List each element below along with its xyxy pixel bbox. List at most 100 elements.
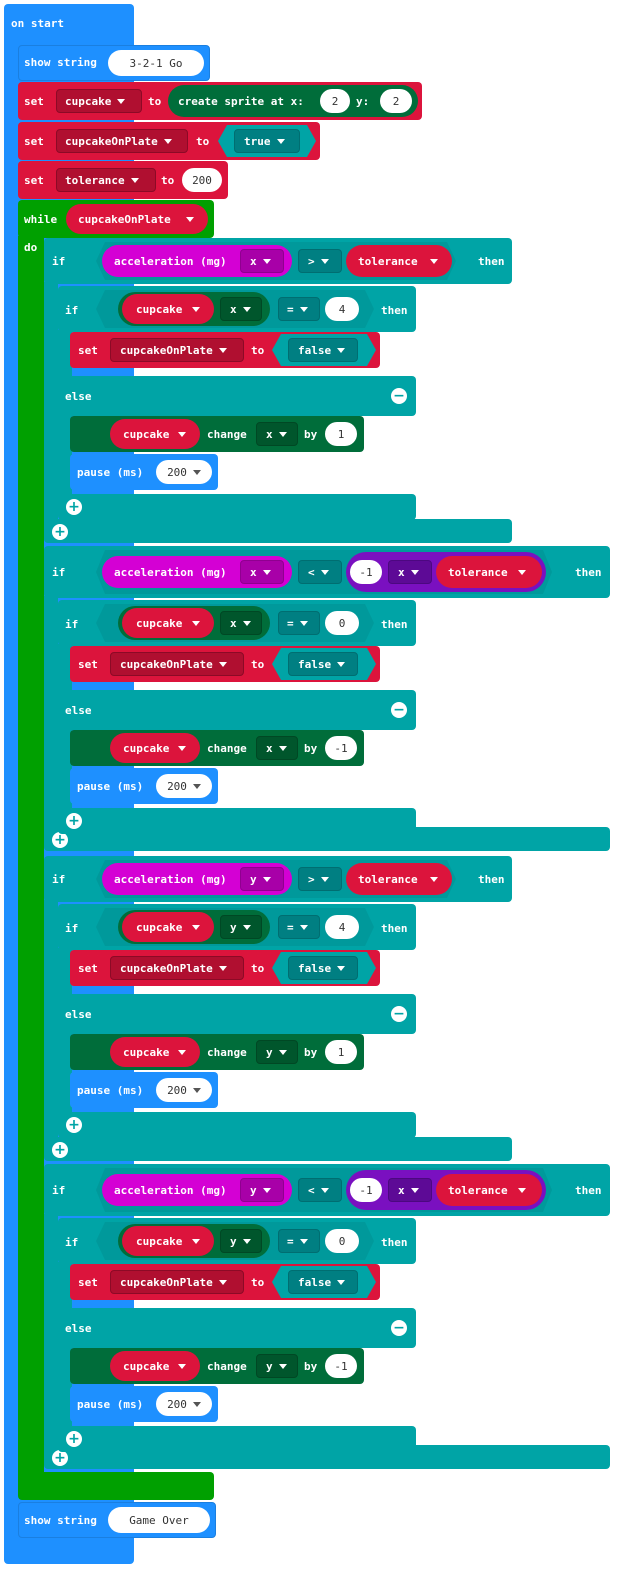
change-property-dropdown[interactable]: y [256,1354,298,1378]
pause-label: pause (ms) [77,780,144,793]
chevron-down-icon [178,432,186,437]
change-amount-input[interactable]: -1 [325,1354,357,1378]
pause-value-dropdown[interactable]: 200 [156,1392,212,1416]
boolean-true-dropdown[interactable]: true [234,129,300,153]
equals-operator: = [287,302,294,316]
property-value: y [230,920,237,934]
onplate-variable-dropdown[interactable]: cupcakeOnPlate [110,956,244,980]
chevron-down-icon [242,306,251,312]
chevron-down-icon [192,1239,200,1244]
chevron-down-icon [178,1364,186,1369]
plus-circle-icon[interactable]: + [66,1431,82,1447]
cupcake-label: cupcake [123,1046,170,1059]
chevron-down-icon [278,1049,287,1055]
chevron-down-icon [299,1238,308,1244]
plus-circle-icon[interactable]: + [52,1450,68,1466]
pause-value: 200 [167,1083,187,1097]
onplate-variable-dropdown[interactable]: cupcakeOnPlate [110,1270,244,1294]
plus-circle-icon[interactable]: + [52,524,68,540]
plus-circle-icon[interactable]: + [52,832,68,848]
plus-circle-icon[interactable]: + [66,499,82,515]
property-dropdown[interactable]: x [220,611,262,635]
inner-else-bar-3[interactable] [58,994,416,1034]
compare-value-input[interactable]: 0 [325,1229,359,1253]
property-dropdown[interactable]: x [220,297,262,321]
pause-value-dropdown[interactable]: 200 [156,1078,212,1102]
inner-if-end-bar-2 [58,808,416,834]
boolean-false-dropdown[interactable]: false [288,338,358,362]
negative-one-input[interactable]: -1 [350,1178,382,1202]
onplate-variable-dropdown[interactable]: cupcakeOnPlate [110,652,244,676]
inner-else-bar-1[interactable] [58,376,416,416]
inner-else-bar-2[interactable] [58,690,416,730]
comparison-operator-dropdown[interactable]: < [298,1178,342,1202]
cupcake-variable-dropdown[interactable]: cupcake [56,89,142,113]
while-condition-variable[interactable] [66,204,208,234]
boolean-false-dropdown[interactable]: false [288,652,358,676]
onplate-variable-dropdown[interactable]: cupcakeOnPlate [110,338,244,362]
negative-one-input[interactable]: -1 [350,560,382,584]
equals-operator-dropdown[interactable]: = [278,915,320,939]
compare-value-input[interactable]: 0 [325,611,359,635]
change-property-dropdown[interactable]: y [256,1040,298,1064]
inner-if-label: if [65,922,79,935]
plus-circle-icon[interactable]: + [66,813,82,829]
plus-circle-icon[interactable]: + [52,1142,68,1158]
tolerance-variable-dropdown[interactable]: tolerance [56,168,156,192]
equals-operator-dropdown[interactable]: = [278,1229,320,1253]
pause-value: 200 [167,1397,187,1411]
set-label: set [78,962,98,975]
pause-value-dropdown[interactable]: 200 [156,774,212,798]
equals-operator-dropdown[interactable]: = [278,611,320,635]
comparison-operator-dropdown[interactable]: > [298,249,342,273]
chevron-down-icon [186,217,194,222]
set-label: set [78,658,98,671]
chevron-down-icon [410,569,419,575]
chevron-down-icon [320,258,329,264]
tolerance-value-input[interactable]: 200 [182,168,222,192]
sprite-y-input[interactable]: 2 [380,89,412,113]
axis-dropdown[interactable]: y [240,867,284,891]
if-label: if [52,255,66,268]
axis-dropdown[interactable]: y [240,1178,284,1202]
property-dropdown[interactable]: y [220,915,262,939]
pause-label: pause (ms) [77,1084,144,1097]
minus-circle-icon[interactable]: − [391,388,407,404]
minus-circle-icon[interactable]: − [391,1006,407,1022]
minus-circle-icon[interactable]: − [391,1320,407,1336]
sprite-x-input[interactable]: 2 [320,89,350,113]
chevron-down-icon [262,876,271,882]
multiply-operator-dropdown[interactable]: x [388,1178,432,1202]
show-string-value[interactable]: 3-2-1 Go [108,50,204,76]
show-string-gameover-value[interactable]: Game Over [108,1507,210,1533]
change-property-dropdown[interactable]: x [256,736,298,760]
create-sprite-block[interactable] [168,85,418,117]
change-amount-input[interactable]: 1 [325,1040,357,1064]
change-property-dropdown[interactable]: x [256,422,298,446]
change-amount-input[interactable]: -1 [325,736,357,760]
plus-circle-icon[interactable]: + [66,1117,82,1133]
property-dropdown[interactable]: y [220,1229,262,1253]
compare-value-input[interactable]: 4 [325,915,359,939]
comparison-operator-dropdown[interactable]: > [298,867,342,891]
chevron-down-icon [337,661,346,667]
change-label: change [207,1360,247,1373]
change-amount-input[interactable]: 1 [325,422,357,446]
chevron-down-icon [163,138,172,144]
compare-value-input[interactable]: 4 [325,297,359,321]
boolean-false-dropdown[interactable]: false [288,1270,358,1294]
pause-value-dropdown[interactable]: 200 [156,460,212,484]
onplate-variable-dropdown[interactable]: cupcakeOnPlate [56,129,188,153]
axis-dropdown[interactable]: x [240,560,284,584]
equals-operator-dropdown[interactable]: = [278,297,320,321]
axis-value: x [250,254,257,268]
multiply-operator-dropdown[interactable]: x [388,560,432,584]
chevron-down-icon [262,258,271,264]
minus-circle-icon[interactable]: − [391,702,407,718]
inner-else-bar-4[interactable] [58,1308,416,1348]
comparison-operator-dropdown[interactable]: < [298,560,342,584]
boolean-false-dropdown[interactable]: false [288,956,358,980]
axis-dropdown[interactable]: x [240,249,284,273]
change-property-value: y [266,1359,273,1373]
chevron-down-icon [337,965,346,971]
